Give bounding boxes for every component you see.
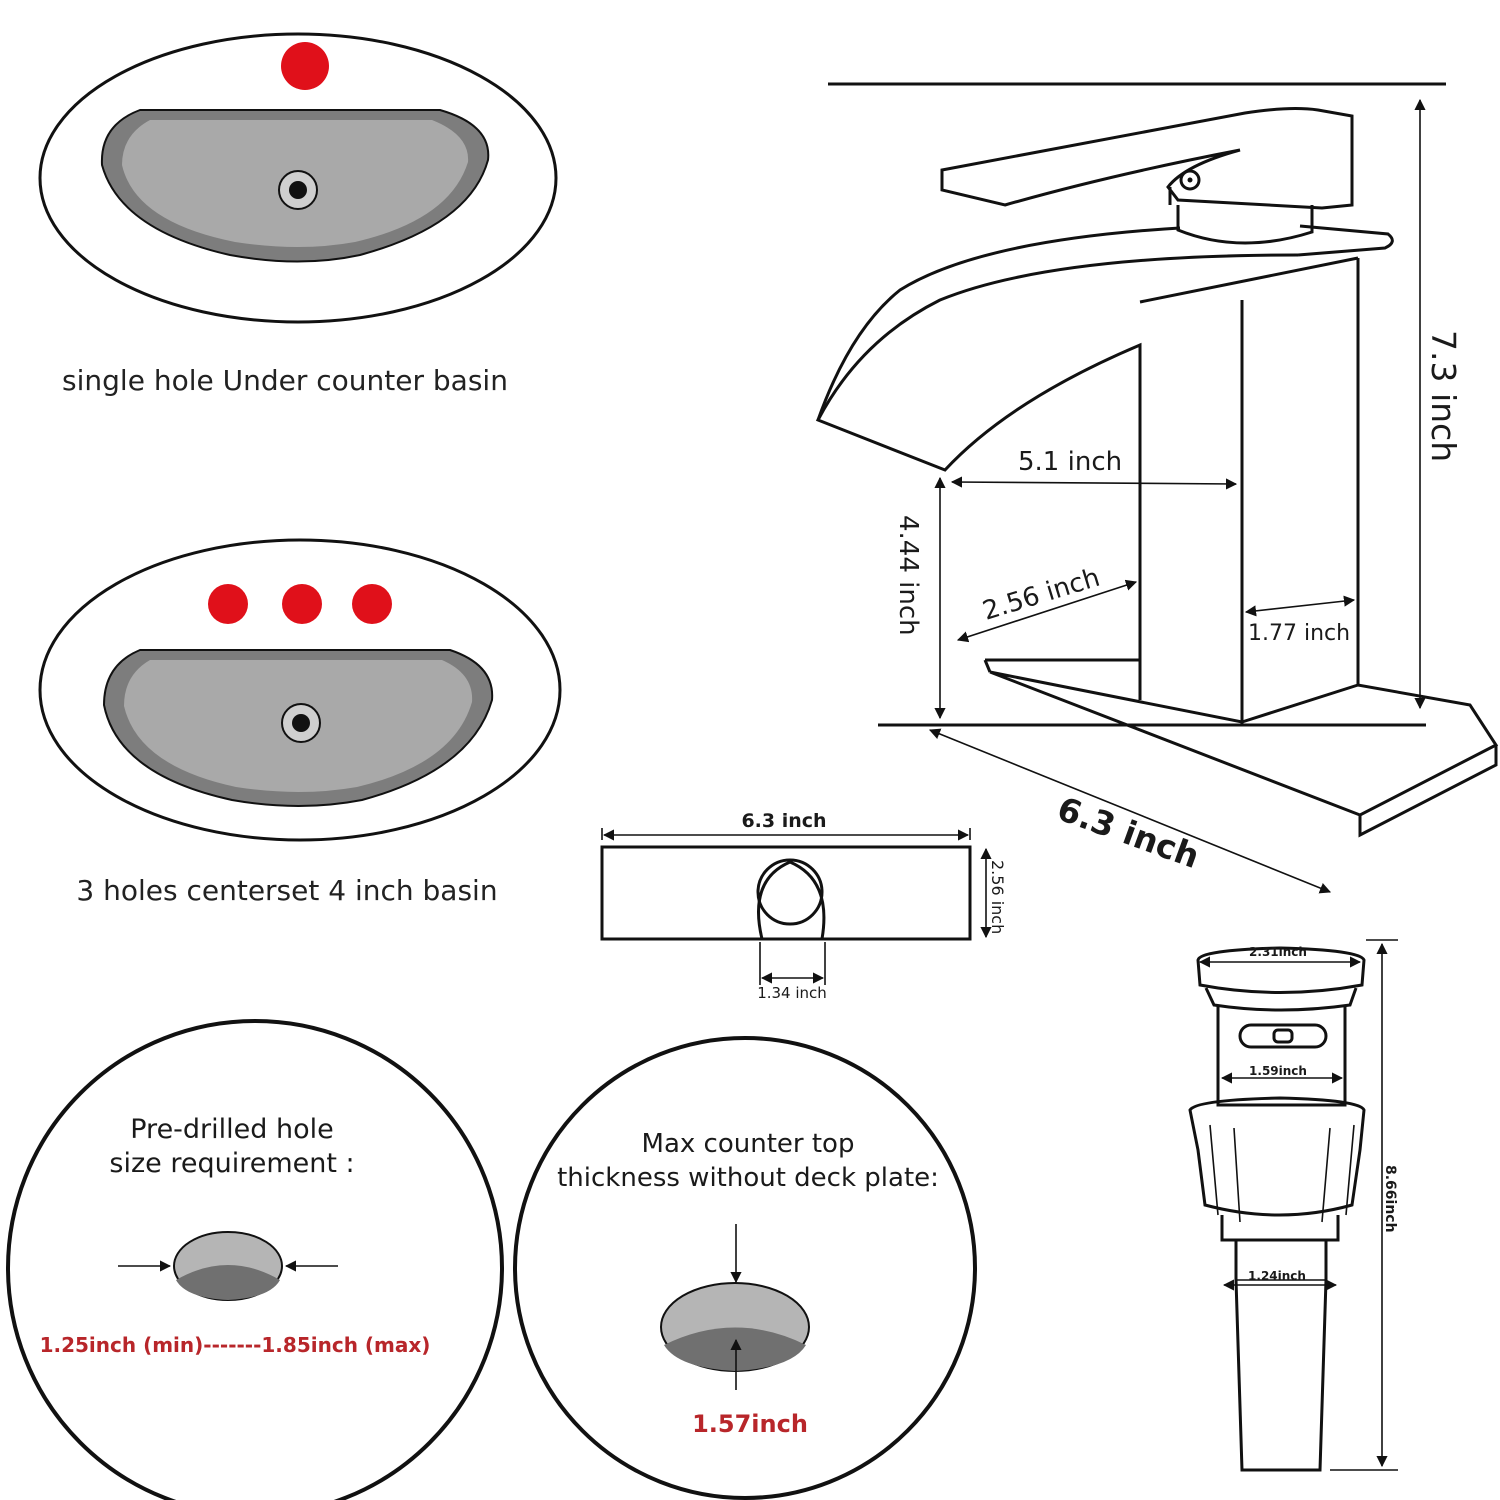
drain-top-label: 2.31inch bbox=[1249, 945, 1307, 959]
faucet-hole-marker bbox=[352, 584, 392, 624]
hole-req-title-2: size requirement : bbox=[109, 1148, 354, 1179]
faucet-hole-marker bbox=[208, 584, 248, 624]
deck-length-label: 6.3 inch bbox=[741, 810, 826, 832]
deck-width-label: 2.56 inch bbox=[988, 860, 1007, 934]
plate-length-label: 6.3 inch bbox=[1052, 789, 1204, 876]
deck-plate-top-view: 6.3 inch 2.56 inch 1.34 inch bbox=[600, 810, 1007, 1002]
single-hole-basin: single hole Under counter basin bbox=[38, 32, 558, 397]
faucet-hole-marker bbox=[282, 584, 322, 624]
plate-side-width-label: 2.56 inch bbox=[979, 563, 1103, 627]
pop-up-drain: 1.59inch 1.24inch 2.31inch 8.66inch bbox=[1188, 939, 1398, 1472]
faucet-height-label: 7.3 inch bbox=[1424, 330, 1463, 462]
drain-tail-label: 1.24inch bbox=[1248, 1269, 1306, 1283]
counter-thickness-value: 1.57inch bbox=[692, 1410, 808, 1438]
spout-reach-label: 5.1 inch bbox=[1018, 447, 1122, 477]
hole-req-title-1: Pre-drilled hole bbox=[130, 1114, 334, 1145]
three-hole-basin: 3 holes centerset 4 inch basin bbox=[38, 538, 562, 907]
counter-title-1: Max counter top bbox=[642, 1129, 855, 1159]
counter-thickness-panel: Max counter top thickness without deck p… bbox=[513, 1036, 977, 1500]
spout-height-label: 4.44 inch bbox=[893, 515, 923, 636]
counter-title-2: thickness without deck plate: bbox=[557, 1163, 939, 1193]
faucet-drawing: 7.3 inch 5.1 inch 4.44 inch 2.56 inch 1.… bbox=[815, 82, 1499, 894]
drain-body-label: 1.59inch bbox=[1249, 1064, 1307, 1078]
body-width-label: 1.77 inch bbox=[1248, 621, 1350, 646]
deck-hole-label: 1.34 inch bbox=[757, 984, 827, 1002]
drain-length-label: 8.66inch bbox=[1382, 1165, 1398, 1233]
three-basin-caption: 3 holes centerset 4 inch basin bbox=[76, 874, 497, 907]
single-basin-caption: single hole Under counter basin bbox=[62, 364, 508, 397]
faucet-hole-marker bbox=[281, 42, 329, 90]
hole-requirement-panel: Pre-drilled hole size requirement : 1.25… bbox=[6, 1019, 504, 1500]
hole-size-range: 1.25inch (min)-------1.85inch (max) bbox=[40, 1333, 431, 1357]
